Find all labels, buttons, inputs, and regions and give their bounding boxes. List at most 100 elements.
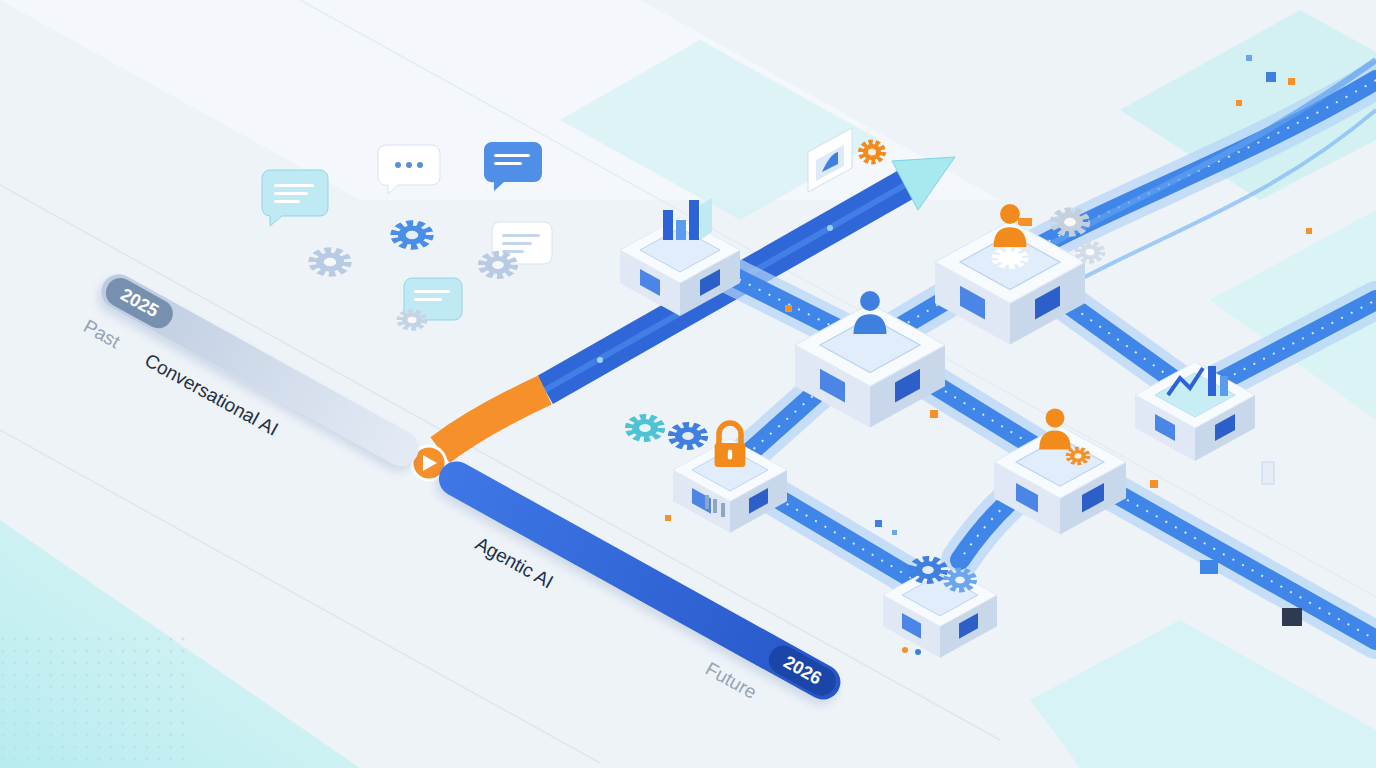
scatter-squares [665, 55, 1312, 655]
background-panels [0, 0, 1000, 200]
chat-bubbles [484, 142, 542, 191]
box-lock [715, 423, 746, 467]
chat-bubbles [494, 162, 522, 165]
background-panels [1030, 620, 1376, 768]
chat-bubbles [274, 192, 308, 195]
box-person-orange [1068, 449, 1087, 463]
scatter-squares [1306, 228, 1312, 234]
chat-bubbles [414, 290, 450, 293]
box-lock [629, 417, 660, 439]
gear-icons [395, 224, 429, 247]
scatter-squares [1288, 78, 1295, 85]
gear-icons [313, 224, 513, 329]
chat-bubbles [417, 162, 423, 168]
chat-bubbles [395, 162, 401, 168]
box-line-chart [1135, 362, 1255, 461]
box-chart [620, 198, 740, 316]
scatter-squares [875, 520, 882, 527]
timeline-past-band: 2025 [95, 268, 425, 472]
chat-bubbles [262, 170, 328, 226]
box-person-gear [994, 204, 1027, 247]
box-line-chart [1135, 362, 1255, 461]
box-chart [663, 210, 673, 240]
top-card-icon [808, 128, 852, 192]
timeline-marker [423, 455, 437, 471]
chat-bubbles [484, 142, 542, 191]
box-lock [713, 499, 717, 513]
gear-icons [400, 312, 424, 329]
box-person [795, 291, 945, 427]
scatter-squares [1246, 55, 1252, 61]
background-panels [560, 40, 880, 220]
scatter-squares [930, 410, 938, 418]
scatter-squares [1262, 462, 1274, 484]
box-gears [947, 570, 973, 589]
year-label: 2025 [101, 273, 178, 333]
box-chart [676, 220, 686, 240]
gear-icons [313, 251, 347, 274]
background-panels [0, 520, 360, 768]
box-person-gear [996, 250, 1025, 267]
box-gears [912, 559, 943, 581]
box-line-chart [1220, 376, 1228, 396]
background-panels [0, 185, 1000, 740]
year-label: 2026 [764, 641, 841, 701]
box-chart [620, 217, 740, 316]
chat-bubbles [262, 170, 328, 226]
progress-ribbon [440, 157, 955, 450]
data-pipes [1040, 60, 1376, 250]
gear-icons [482, 254, 513, 276]
scatter-squares [892, 530, 897, 535]
period-label: Future [702, 658, 760, 703]
chat-bubbles [378, 145, 440, 194]
top-card-icon [822, 152, 838, 172]
box-person-orange [1039, 409, 1071, 450]
progress-ribbon [440, 390, 545, 450]
period-label: Past [79, 315, 123, 353]
box-person-gear [1078, 243, 1102, 261]
top-card-icon [808, 128, 883, 192]
box-line-chart [1168, 368, 1203, 395]
top-card-icon [861, 142, 883, 161]
data-pipes [680, 80, 1376, 640]
box-lock [721, 503, 725, 517]
chat-bubbles [414, 298, 442, 301]
progress-ribbon [827, 225, 833, 231]
top-card-icon [816, 145, 844, 181]
box-person-gear [1054, 211, 1085, 234]
chat-bubbles [378, 145, 440, 194]
scatter-squares [1150, 480, 1158, 488]
box-person [854, 291, 887, 334]
chat-bubbles [274, 184, 314, 187]
scatter-squares [1266, 72, 1276, 82]
progress-ribbon [892, 157, 955, 210]
box-chart [689, 200, 699, 240]
box-chart [700, 198, 712, 240]
box-gears [883, 559, 997, 658]
period-label: Future [701, 658, 760, 705]
chat-bubbles [406, 162, 412, 168]
scatter-squares [1018, 218, 1032, 226]
box-lock [672, 425, 703, 447]
box-person-gear [935, 204, 1102, 344]
background-panels [0, 630, 190, 768]
chat-bubbles [262, 142, 552, 329]
scatter-squares [915, 649, 921, 655]
scatter-squares [1200, 560, 1218, 574]
chat-bubbles [274, 200, 300, 203]
scatter-squares [902, 647, 908, 653]
data-pipes [680, 60, 1376, 640]
scatter-squares [1236, 100, 1242, 106]
background-panels [300, 0, 1376, 597]
box-lock [705, 495, 709, 509]
period-label: Past [80, 315, 123, 352]
scatter-squares [1282, 608, 1302, 626]
data-pipes [1060, 110, 1376, 290]
box-line-chart [1208, 366, 1216, 396]
background-panels [0, 430, 600, 763]
progress-ribbon [597, 357, 603, 363]
data-pipes [680, 80, 1376, 640]
box-person-orange [994, 409, 1126, 535]
chat-bubbles [502, 234, 540, 237]
